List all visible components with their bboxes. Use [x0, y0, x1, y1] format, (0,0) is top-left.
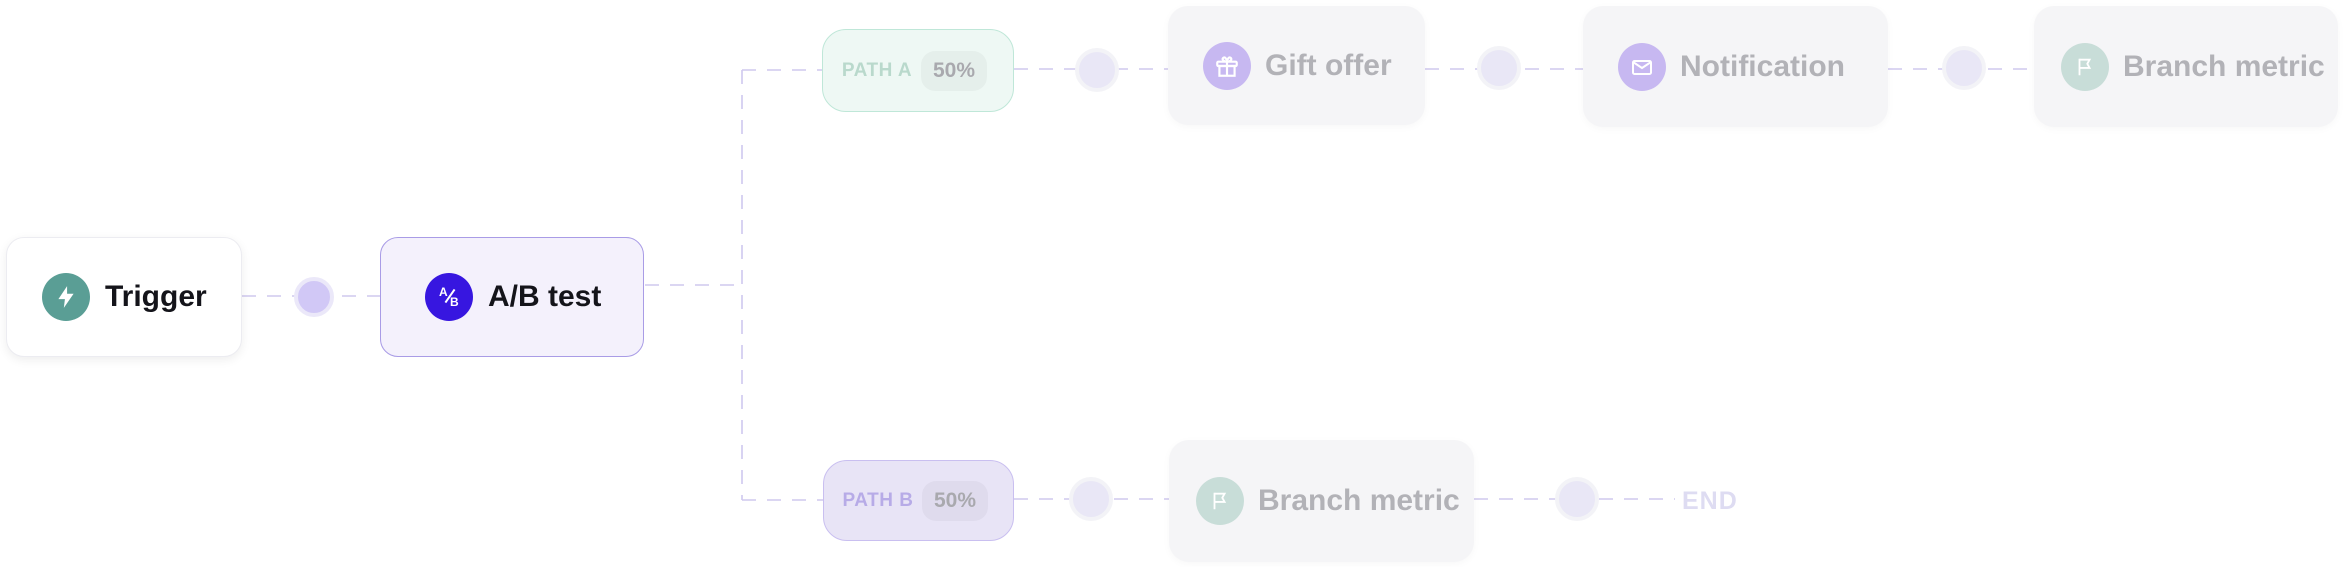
path-b-name: PATH B — [842, 489, 914, 511]
ab-split-icon: A B — [425, 273, 473, 321]
path-a-pill[interactable]: PATH A 50% — [822, 29, 1014, 112]
branch-metric-label: Branch metric — [2123, 49, 2325, 83]
gift-offer-label: Gift offer — [1265, 48, 1392, 82]
connector-dot[interactable] — [1555, 477, 1599, 521]
connector-dot[interactable] — [1075, 48, 1119, 92]
connector-dot[interactable] — [294, 277, 334, 317]
flag-icon — [1196, 477, 1244, 525]
end-label: END — [1682, 487, 1738, 515]
envelope-icon — [1618, 42, 1666, 91]
gift-icon — [1203, 41, 1251, 90]
path-b-pill[interactable]: PATH B 50% — [823, 460, 1014, 541]
trigger-label: Trigger — [105, 280, 207, 313]
notification-label: Notification — [1680, 49, 1845, 83]
lightning-bolt-icon — [42, 273, 90, 321]
gift-offer-node[interactable]: Gift offer — [1168, 6, 1425, 125]
branch-metric-node-a[interactable]: Branch metric — [2034, 6, 2338, 127]
branch-metric-node-b[interactable]: Branch metric — [1169, 440, 1474, 562]
trigger-node[interactable]: Trigger — [6, 237, 242, 357]
connector-dot[interactable] — [1477, 46, 1521, 90]
path-a-name: PATH A — [841, 59, 913, 81]
ab-test-label: A/B test — [488, 280, 602, 313]
connector-dot[interactable] — [1942, 46, 1986, 90]
flag-icon — [2061, 42, 2109, 91]
ab-test-node[interactable]: A B A/B test — [380, 237, 644, 357]
connector-dot[interactable] — [1069, 477, 1113, 521]
path-b-percent[interactable]: 50% — [922, 481, 988, 521]
path-a-percent[interactable]: 50% — [921, 51, 987, 91]
notification-node[interactable]: Notification — [1583, 6, 1888, 127]
branch-metric-label: Branch metric — [1258, 484, 1460, 517]
